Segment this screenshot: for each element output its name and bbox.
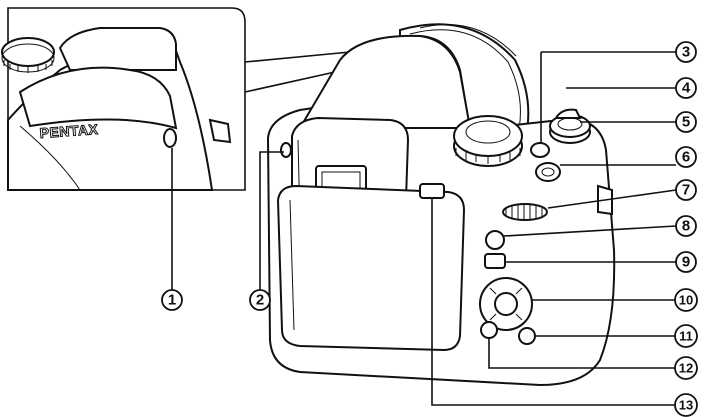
svg-text:11: 11: [679, 329, 693, 344]
inset-closeup: PENTAX: [1, 7, 351, 191]
svg-text:9: 9: [682, 254, 690, 271]
svg-text:5: 5: [682, 114, 690, 131]
svg-text:12: 12: [679, 361, 693, 376]
button-8: [485, 230, 505, 250]
control-wheel: [502, 203, 548, 221]
leader-lines: [171, 52, 677, 406]
flash-housing: [298, 34, 472, 129]
inset-brand-text: PENTAX: [39, 121, 99, 141]
camera-body: [266, 23, 616, 387]
callout-2: 2: [249, 289, 271, 311]
callout-3: 3: [675, 41, 697, 63]
svg-text:10: 10: [679, 293, 693, 308]
svg-text:6: 6: [682, 149, 690, 166]
svg-text:13: 13: [679, 398, 693, 413]
callout-13: 13: [674, 393, 698, 417]
svg-text:3: 3: [682, 44, 690, 61]
four-way-controller: [479, 277, 533, 331]
svg-text:7: 7: [682, 182, 690, 199]
svg-text:4: 4: [682, 80, 691, 97]
button-6-power: [535, 162, 561, 182]
inset-button-1: [163, 128, 177, 148]
button-3: [530, 142, 550, 158]
inset-connector-top: [244, 51, 351, 63]
inset-connector-bottom: [244, 71, 336, 93]
svg-text:2: 2: [256, 292, 264, 309]
button-12: [480, 321, 498, 339]
callout-6: 6: [675, 146, 697, 168]
callout-10: 10: [674, 288, 698, 312]
zoom-lever: [554, 108, 582, 119]
svg-text:8: 8: [682, 218, 690, 235]
callout-12: 12: [674, 356, 698, 380]
callout-11: 11: [674, 324, 698, 348]
button-11: [518, 327, 536, 345]
callout-1: 1: [161, 289, 183, 311]
inset-dial: [1, 37, 55, 67]
shutter-button: [549, 108, 591, 144]
callout-7: 7: [675, 179, 697, 201]
lcd-monitor: [276, 184, 466, 352]
mode-dial: [453, 115, 523, 167]
button-13: [419, 183, 445, 199]
button-9: [484, 253, 506, 269]
callout-8: 8: [675, 215, 697, 237]
callout-9: 9: [675, 251, 697, 273]
svg-text:1: 1: [168, 292, 176, 309]
callout-4: 4: [675, 77, 697, 99]
button-2: [280, 142, 292, 158]
callout-5: 5: [675, 111, 697, 133]
